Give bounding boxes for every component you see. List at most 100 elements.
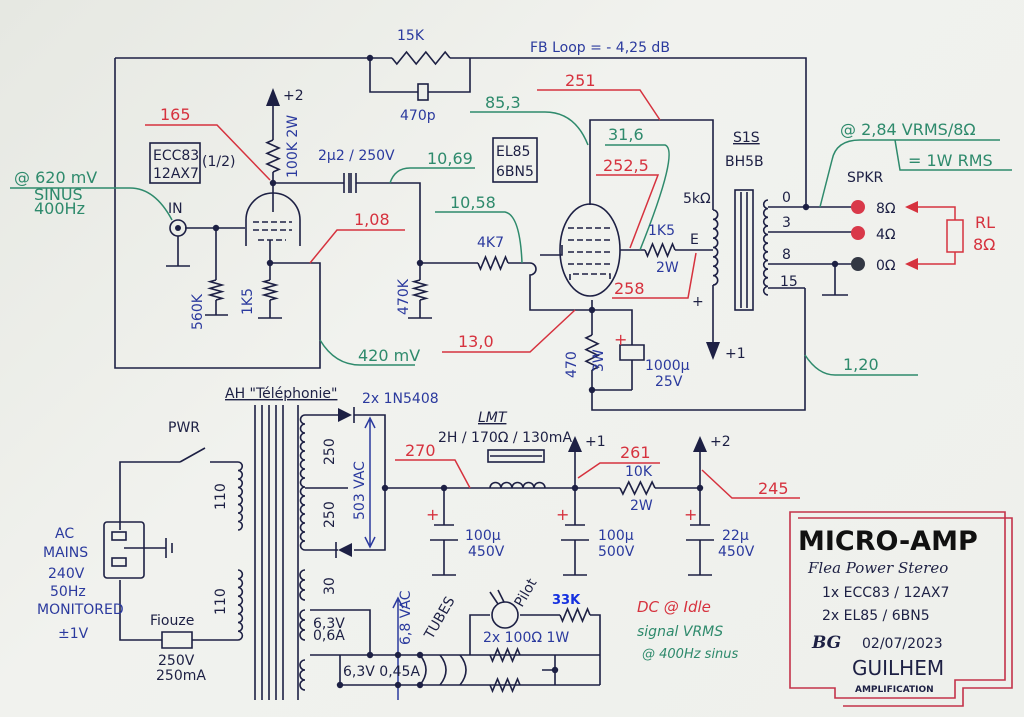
el85-electrodes [568, 227, 612, 280]
tube-half-label: (1/2) [202, 154, 235, 170]
wires [10, 57, 1013, 707]
screen-tap-label: E [690, 232, 699, 248]
tap-8: 8 [782, 247, 791, 263]
mains-label-6: ±1V [58, 626, 89, 642]
junction-dot [212, 224, 220, 232]
power-tube-wire [529, 119, 806, 411]
leader-261 [577, 462, 660, 479]
feedback-cap-icon [417, 83, 429, 101]
pilot-lamp-icon [491, 601, 519, 629]
output-core-lines [740, 192, 748, 308]
mains-inlet-icon [103, 521, 145, 579]
power-transformer-core [254, 405, 299, 700]
choke-winding-icon [489, 481, 546, 489]
cap1-label: 100µ [465, 528, 501, 544]
winding-30-icon [299, 569, 306, 601]
grid-resistor-label: 560K [190, 293, 206, 330]
subtitle: Flea Power Stereo [807, 559, 948, 577]
heater-a-label: 6,3V [313, 616, 345, 632]
tube-heater-icon [459, 654, 467, 686]
fuse-voltage: 250V [158, 653, 195, 669]
brand-sub: AMPLIFICATION [855, 685, 934, 695]
terminal-4-label: 4Ω [876, 227, 896, 243]
legend-signal-1: signal VRMS [637, 624, 723, 640]
el85-label-box [492, 137, 538, 183]
heater-b-winding-icon [299, 659, 306, 691]
output-voltage-note: @ 2,84 VRMS/8Ω [840, 120, 976, 139]
junction-dot [696, 484, 704, 492]
hv-secondary-icon [299, 414, 306, 551]
junction-dot [588, 306, 596, 314]
leader-420mv [319, 339, 415, 366]
speaker-terminal-8-icon[interactable] [851, 200, 865, 214]
heater-a-current: 0,6A [313, 628, 345, 644]
cap3-label: 22µ [722, 528, 749, 544]
tube-heater-icon [419, 654, 427, 686]
dc-270: 270 [405, 441, 436, 460]
junction-dot [571, 484, 579, 492]
primary-plus-label: + [692, 294, 704, 310]
choke-label: LMT [478, 410, 508, 426]
heater-resistor-icon [489, 646, 521, 664]
speaker-terminal-0-icon[interactable] [851, 257, 865, 271]
input-box-wire [114, 58, 321, 369]
cap1-plus: + [426, 505, 439, 524]
input-label: IN [168, 201, 183, 217]
dc-258: 258 [614, 279, 645, 298]
load-resistor [910, 206, 964, 265]
title-block-frame [789, 511, 1013, 707]
pilot-label: Pilot [512, 576, 541, 610]
secondary-winding-icon [762, 199, 769, 296]
hv-resistor-label: 10K [625, 464, 653, 480]
el85-label: EL85 [496, 144, 530, 160]
fuse-current: 250mA [156, 668, 206, 684]
mains-wire [119, 447, 238, 641]
junction-dot [831, 260, 839, 268]
fuse-label: Fiouze [150, 613, 194, 629]
junction-dot [266, 259, 274, 267]
tubes-label: TUBES [421, 594, 458, 643]
terminal-8-label: 8Ω [876, 201, 896, 217]
output-transformer-name: S1S [733, 130, 760, 146]
power-supply-label: +1 [725, 346, 746, 362]
speaker-terminal-4-icon[interactable] [851, 226, 865, 240]
load-arrow-icon [905, 258, 918, 270]
preamp-supply-arrow-icon [266, 88, 280, 106]
cap3-plus: + [684, 505, 697, 524]
grid-resistor-icon [207, 279, 225, 301]
mains-inlet-pin-icon [111, 557, 127, 567]
output-power-note: = 1W RMS [908, 151, 993, 170]
sig-316: 31,6 [608, 125, 644, 144]
primary-impedance: 5kΩ [683, 191, 711, 207]
terminal-0-label: 0Ω [876, 258, 896, 274]
input-jack-icon[interactable] [169, 219, 187, 237]
ecc83-label: ECC83 [153, 148, 199, 164]
input-jack-center [175, 225, 181, 231]
junction-dot [416, 651, 424, 659]
load-label: RL [975, 213, 995, 232]
junction-dot [551, 666, 559, 674]
tube-spec-1: 1x ECC83 / 12AX7 [822, 585, 949, 601]
leader-165 [145, 124, 271, 181]
feedback-cap-label: 470p [400, 108, 436, 124]
hv-resistor-power: 2W [630, 498, 653, 514]
primary-winding-icon [712, 209, 719, 286]
load-value: 8Ω [973, 235, 995, 254]
output-transformer-core [734, 189, 754, 311]
labels: 15K 470p FB Loop = - 4,25 dB IN @ 620 mV… [14, 28, 995, 695]
coupling-cap-label: 2µ2 / 250V [318, 148, 395, 164]
generated-components [207, 50, 839, 694]
input-signal-label: @ 620 mV [14, 168, 97, 187]
mains-label-4: 50Hz [50, 584, 86, 600]
junction-dot [802, 203, 810, 211]
hv-b-label: 250 [322, 501, 338, 528]
junction-dot [588, 386, 596, 394]
cap2-label: 100µ [598, 528, 634, 544]
ecc83-tube-icon [245, 192, 301, 246]
plus2-arrow-icon [693, 436, 707, 452]
mains-primary-a-icon [237, 461, 244, 531]
legend-dc: DC @ Idle [637, 598, 711, 616]
leader-120 [804, 354, 918, 376]
coupling-cap-icon [343, 173, 357, 193]
